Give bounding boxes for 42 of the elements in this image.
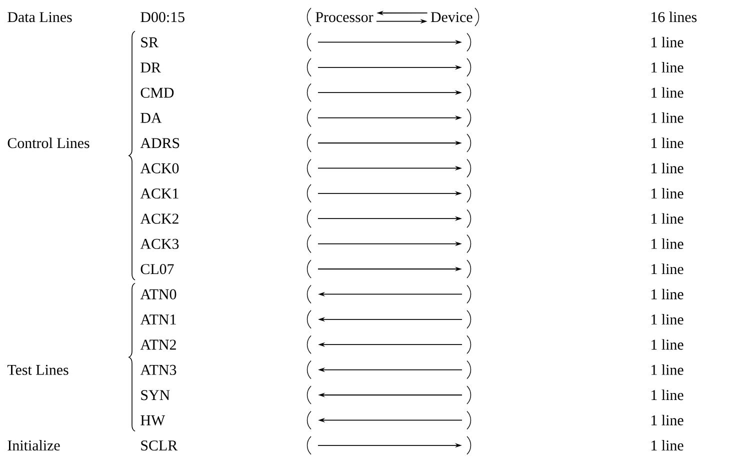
line-count: 1 line (652, 390, 684, 400)
signal-name: CL07 (140, 264, 174, 274)
line-count: 1 line (652, 364, 684, 375)
line-count: 1 line (652, 339, 684, 350)
signal-name: ATN1 (140, 314, 176, 324)
line-count: 16 lines (652, 12, 697, 22)
signal-name: ACK3 (140, 238, 179, 249)
line-count: 1 line (652, 162, 684, 174)
group-label: Control Lines (8, 138, 90, 148)
line-count: 1 line (652, 188, 684, 199)
signal-name: SYN (141, 390, 170, 400)
line-count: 1 line (652, 440, 684, 451)
signal-name: ADRS (140, 138, 180, 148)
signal-name: CMD (140, 88, 174, 98)
line-count: 1 line (652, 238, 684, 249)
line-count: 1 line (652, 112, 684, 123)
signal-name: DA (140, 112, 162, 123)
signal-name: D00:15 (140, 12, 184, 22)
line-count: 1 line (652, 138, 684, 148)
signal-name: ATN0 (140, 289, 176, 300)
signal-end-label: Device (430, 12, 472, 22)
group-label: Test Lines (7, 364, 68, 375)
signal-name: DR (140, 62, 161, 72)
group-label: Initialize (8, 440, 60, 451)
signal-name: SR (141, 37, 158, 48)
line-count: 1 line (652, 288, 684, 300)
signal-end-label: Processor (316, 12, 374, 22)
signal-name: ATN2 (140, 340, 176, 350)
line-count: 1 line (652, 414, 684, 426)
line-count: 1 line (652, 314, 684, 325)
line-count: 1 line (652, 264, 684, 274)
signal-name: ACK2 (140, 214, 178, 224)
signal-name: SCLR (141, 440, 178, 451)
line-count: 1 line (652, 87, 684, 98)
signal-name: ATN3 (140, 364, 176, 375)
line-count: 1 line (652, 62, 684, 73)
signal-name: ACK0 (140, 163, 179, 174)
group-label: Data Lines (8, 12, 72, 22)
line-count: 1 line (652, 36, 684, 48)
signal-name: ACK1 (140, 188, 178, 199)
line-count: 1 line (652, 213, 684, 224)
signal-name: HW (140, 415, 166, 426)
